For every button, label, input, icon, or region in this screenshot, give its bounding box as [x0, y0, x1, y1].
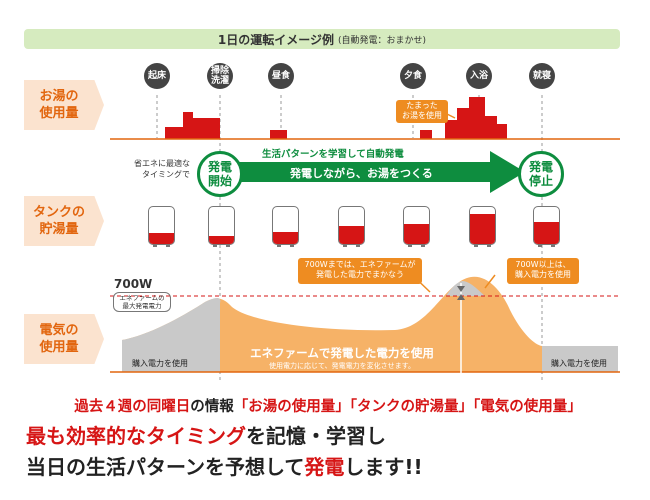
footer-line-2: 最も効率的なタイミングを記憶・学習し — [18, 420, 646, 449]
hot-water-chart — [110, 97, 620, 140]
tank-icon — [208, 206, 235, 245]
event-cleaning: 掃除 洗濯 — [207, 63, 233, 89]
tank-leg — [290, 244, 294, 247]
tank-leg — [277, 244, 281, 247]
purchased-label-right: 購入電力を使用 — [551, 359, 607, 368]
hot-water-bar — [165, 127, 183, 139]
row-label-power: 電気の 使用量 — [39, 323, 79, 355]
power-note-right: 700W以上は、 購入電力を使用 — [507, 258, 579, 284]
tank-icon — [148, 206, 175, 245]
max-power-sub: エネファームの 最大発電電力 — [113, 292, 171, 312]
generation-arrow — [220, 151, 525, 193]
event-bedtime: 就寝 — [529, 63, 555, 89]
tank-leg — [343, 244, 347, 247]
tank-leg — [551, 244, 555, 247]
tank-fill — [339, 226, 364, 244]
tank-leg — [487, 244, 491, 247]
footer-text: します!! — [344, 455, 423, 479]
power-chart — [110, 267, 620, 373]
tank-leg — [356, 244, 360, 247]
tank-leg — [474, 244, 478, 247]
row-label-bg — [24, 196, 104, 246]
hot-water-bar — [193, 118, 220, 139]
tank-fill — [534, 221, 559, 244]
purchased-area-right — [542, 346, 618, 372]
purchased-area-left — [122, 298, 221, 372]
footer-highlight: 過去４週の同曜日 — [74, 399, 191, 415]
tank-icon — [533, 206, 560, 245]
purchased-label-left: 購入電力を使用 — [132, 359, 188, 368]
tank-icon — [338, 206, 365, 245]
row-label-bg — [24, 314, 104, 364]
arrow-main-text: 発電しながら、お湯をつくる — [290, 167, 433, 180]
arrow-left-note: 省エネに最適な タイミングで — [134, 159, 190, 179]
banner-subtitle: (自動発電：おまかせ) — [338, 35, 427, 46]
banner-title: 1日の運転イメージ例 — [217, 32, 335, 47]
peak-marker-arrow — [457, 294, 465, 300]
row-label-tank: タンクの 貯湯量 — [32, 205, 85, 237]
tank-leg — [408, 244, 412, 247]
tank-leg — [153, 244, 157, 247]
footer-text: の情報 — [190, 399, 234, 415]
hot-water-bar — [445, 120, 457, 139]
tank-icon — [272, 206, 299, 245]
hot-water-bar — [270, 130, 287, 139]
tank-fill — [273, 232, 298, 244]
footer-text: 当日の生活パターンを予想して — [26, 455, 305, 479]
footer-line-3: 当日の生活パターンを予想して発電します!! — [18, 451, 646, 480]
tank-fill — [404, 223, 429, 244]
event-lunch: 昼食 — [268, 63, 294, 89]
tank-fill — [149, 232, 174, 244]
arrow-top-text: 生活パターンを学習して自動発電 — [262, 149, 404, 160]
hot-water-bar — [457, 108, 469, 139]
event-wakeup: 起床 — [144, 63, 170, 89]
hot-water-bar — [485, 116, 497, 139]
event-bath: 入浴 — [466, 63, 492, 89]
footer-highlight: 最も効率的なタイミング — [26, 424, 246, 448]
tank-leg — [166, 244, 170, 247]
tank-leg — [421, 244, 425, 247]
footer-highlight: 発電 — [304, 455, 345, 479]
hot-water-bar — [183, 112, 193, 139]
arrow-shape — [220, 151, 525, 193]
enefarm-sub: 使用電力に応じて、発電電力を変化させます。 — [269, 362, 415, 370]
start-generation: 発電 開始 — [197, 151, 243, 197]
power-note-left: 700Wまでは、エネファームが 発電した電力でまかなう — [298, 258, 422, 284]
tank-leg — [213, 244, 217, 247]
row-label-bg — [24, 80, 104, 130]
tank-leg — [538, 244, 542, 247]
stop-generation: 発電 停止 — [518, 151, 564, 197]
power-area — [122, 276, 618, 372]
footer-line-1: 過去４週の同曜日の情報「お湯の使用量」「タンクの貯湯量」「電気の使用量」 — [18, 395, 638, 416]
event-dinner: 夕食 — [400, 63, 426, 89]
purchased-area-peak — [446, 281, 485, 296]
footer-text: を記憶・学習し — [246, 424, 386, 448]
tank-icon — [403, 206, 430, 245]
tank-fill — [209, 235, 234, 244]
note-pointer — [484, 274, 496, 289]
hot-water-bar — [469, 97, 485, 139]
tank-leg — [226, 244, 230, 247]
hot-water-note: たまった お湯を使用 — [396, 100, 448, 123]
peak-marker-arrow — [457, 286, 465, 292]
row-label-hot-water: お湯の 使用量 — [39, 89, 79, 121]
tank-fill — [470, 214, 495, 244]
footer-highlight: 「お湯の使用量」「タンクの貯湯量」「電気の使用量」 — [233, 399, 582, 415]
enefarm-main: エネファームで発電した電力を使用 — [250, 346, 434, 360]
max-power-label: 700W — [114, 277, 153, 291]
tank-icon — [469, 206, 496, 245]
hot-water-bar — [497, 124, 507, 139]
hot-water-bar — [420, 130, 432, 139]
title-banner: 1日の運転イメージ例 (自動発電：おまかせ) — [24, 29, 620, 49]
